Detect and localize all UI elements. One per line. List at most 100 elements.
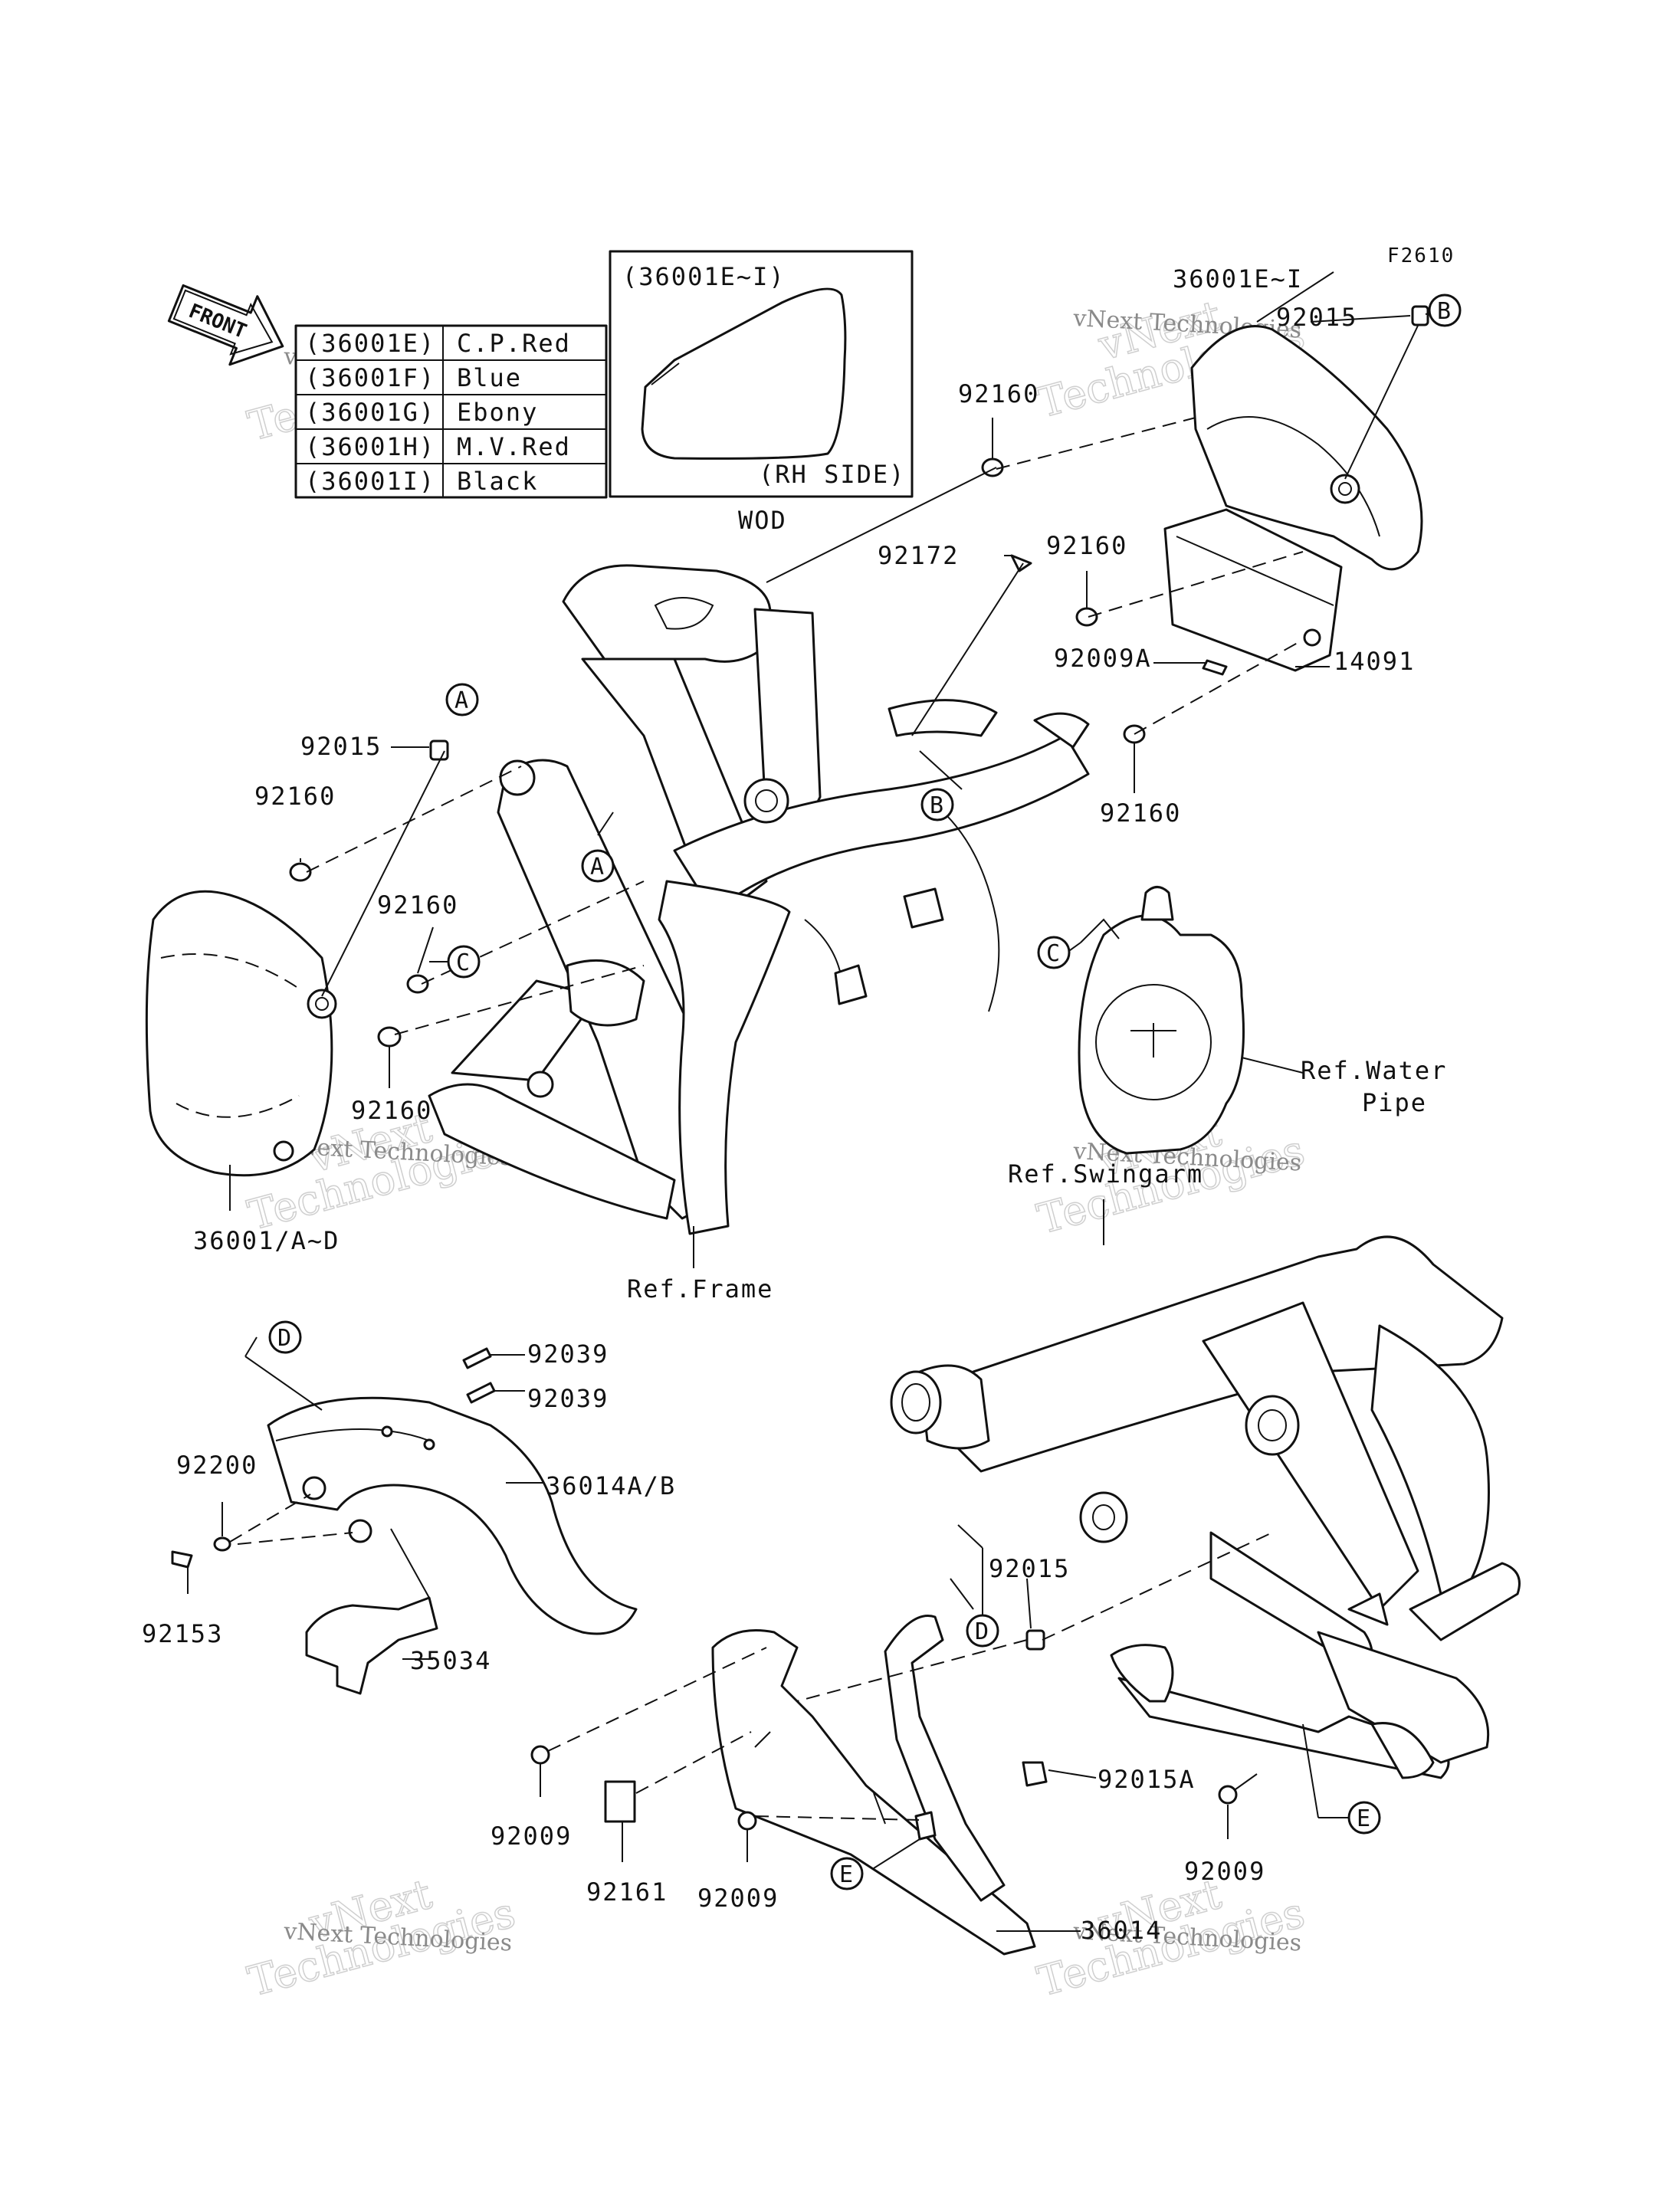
callout-label: B (1437, 298, 1451, 325)
side-cover-left-part (145, 890, 337, 1177)
collar-92015-low (1025, 1629, 1045, 1651)
water-pipe-cover-part (1078, 886, 1245, 1155)
callout-label: C (1046, 940, 1060, 967)
color-name-5: Black (457, 467, 538, 496)
part-92015-left: 92015 (300, 732, 382, 761)
callout-label: E (839, 1861, 853, 1888)
callout-label: C (456, 949, 470, 976)
bolt-92153 (171, 1550, 193, 1569)
inset-rh-side: (36001E~I) (RH SIDE) (609, 250, 914, 498)
nut-92015A (1022, 1761, 1048, 1787)
callout-label: D (975, 1618, 989, 1645)
grommet-92160-b (1075, 607, 1098, 627)
ref-water-pipe: Ref.Water (1301, 1056, 1447, 1085)
callout-label: D (277, 1325, 291, 1352)
ref-water-pipe-2: Pipe (1362, 1088, 1427, 1117)
ref-swingarm: Ref.Swingarm (1008, 1159, 1203, 1189)
callout-A-frame: A (581, 849, 615, 883)
part-36014: 36014 (1081, 1916, 1162, 1945)
part-14091: 14091 (1334, 647, 1415, 676)
inset-caption: (RH SIDE) (759, 460, 905, 489)
callout-label: B (930, 792, 943, 819)
bracket-35034-part (305, 1528, 438, 1695)
pad-92161 (604, 1780, 636, 1823)
part-92015-low: 92015 (989, 1554, 1070, 1583)
collar-92015-top (1411, 305, 1429, 326)
color-code-5: (36001I) (305, 467, 435, 496)
front-arrow-icon: FRONT (167, 284, 284, 366)
grommet-92160-d (289, 862, 312, 882)
bolt-92009-c (1218, 1785, 1238, 1805)
part-92009-b: 92009 (697, 1884, 779, 1913)
callout-B-frame: B (920, 788, 954, 821)
color-name-1: C.P.Red (457, 329, 571, 358)
inset-subcaption: WOD (738, 506, 787, 535)
callout-E-lower: E (830, 1857, 864, 1890)
part-92160-e: 92160 (377, 890, 458, 920)
callout-E-swingarm: E (1347, 1801, 1381, 1835)
ref-frame: Ref.Frame (627, 1274, 773, 1303)
part-92160-b: 92160 (1046, 531, 1127, 560)
watermark-bottom-right: vNext Technologies vNext Technologies (1032, 1869, 1310, 2006)
grommet-92160-e (406, 974, 429, 994)
part-92039-b: 92039 (527, 1384, 609, 1413)
part-92009-c: 92009 (1184, 1857, 1265, 1886)
color-name-4: M.V.Red (457, 432, 571, 461)
inset-title: (36001E~I) (622, 262, 786, 291)
grommet-92160-f (377, 1026, 402, 1048)
part-92015A: 92015A (1098, 1765, 1196, 1794)
part-labels: 36001E~I 92015 92160 92172 92160 92009A … (142, 264, 1447, 1945)
callout-C-water: C (1037, 936, 1071, 969)
lower-cover-part (711, 1615, 1036, 1956)
part-92160-c: 92160 (1100, 798, 1181, 828)
callout-label: A (590, 854, 604, 880)
part-92015-top: 92015 (1276, 303, 1357, 332)
color-code-3: (36001G) (305, 398, 435, 427)
callout-D-chain: D (268, 1320, 302, 1354)
chain-guard-part (267, 1396, 638, 1635)
part-92200: 92200 (176, 1451, 258, 1480)
watermark-bottom-left: vNext Technologies vNext Technologies (242, 1869, 520, 2006)
bolt-92009A (1202, 659, 1228, 676)
part-92160-a: 92160 (958, 379, 1039, 408)
bolt-92009-b (737, 1811, 757, 1831)
callout-C-left: C (447, 945, 481, 979)
color-name-3: Ebony (457, 398, 538, 427)
callout-label: E (1357, 1805, 1370, 1832)
part-36001E-I: 36001E~I (1173, 264, 1303, 293)
bolt-92172 (1010, 554, 1032, 572)
hardware (171, 305, 1429, 1831)
swingarm-part (890, 1235, 1521, 1779)
color-code-2: (36001F) (305, 363, 435, 392)
part-92009-a: 92009 (491, 1822, 572, 1851)
diagram-code: F2610 (1387, 244, 1455, 267)
part-92009A: 92009A (1054, 644, 1152, 673)
leader-lines (187, 271, 1445, 1932)
part-92039-a: 92039 (527, 1340, 609, 1369)
callout-label: A (454, 687, 468, 714)
color-table: (36001E) C.P.Red (36001F) Blue (36001G) … (294, 324, 608, 499)
callout-D-lower: D (966, 1614, 999, 1648)
pin-92039-a (462, 1347, 492, 1369)
color-name-2: Blue (457, 363, 522, 392)
part-92172: 92172 (878, 541, 959, 570)
washer-92200 (213, 1536, 231, 1552)
side-cover-right-part (1190, 325, 1423, 571)
part-36014A-B: 36014A/B (546, 1471, 676, 1500)
bracket-14091-part (1163, 508, 1343, 672)
collar-92015-left (429, 739, 449, 761)
frame-part (428, 564, 1090, 1235)
part-92161: 92161 (586, 1877, 668, 1907)
part-92160-f: 92160 (351, 1096, 432, 1125)
part-35034: 35034 (410, 1646, 491, 1675)
color-code-4: (36001H) (305, 432, 435, 461)
part-92160-d: 92160 (254, 782, 336, 811)
part-36001-A-D: 36001/A~D (193, 1226, 340, 1255)
callout-B-top: B (1428, 293, 1462, 327)
callout-A-left: A (445, 683, 479, 716)
part-92153: 92153 (142, 1619, 223, 1648)
pin-92039-b (466, 1382, 496, 1404)
color-code-1: (36001E) (305, 329, 435, 358)
bolt-92009-a (530, 1745, 550, 1765)
